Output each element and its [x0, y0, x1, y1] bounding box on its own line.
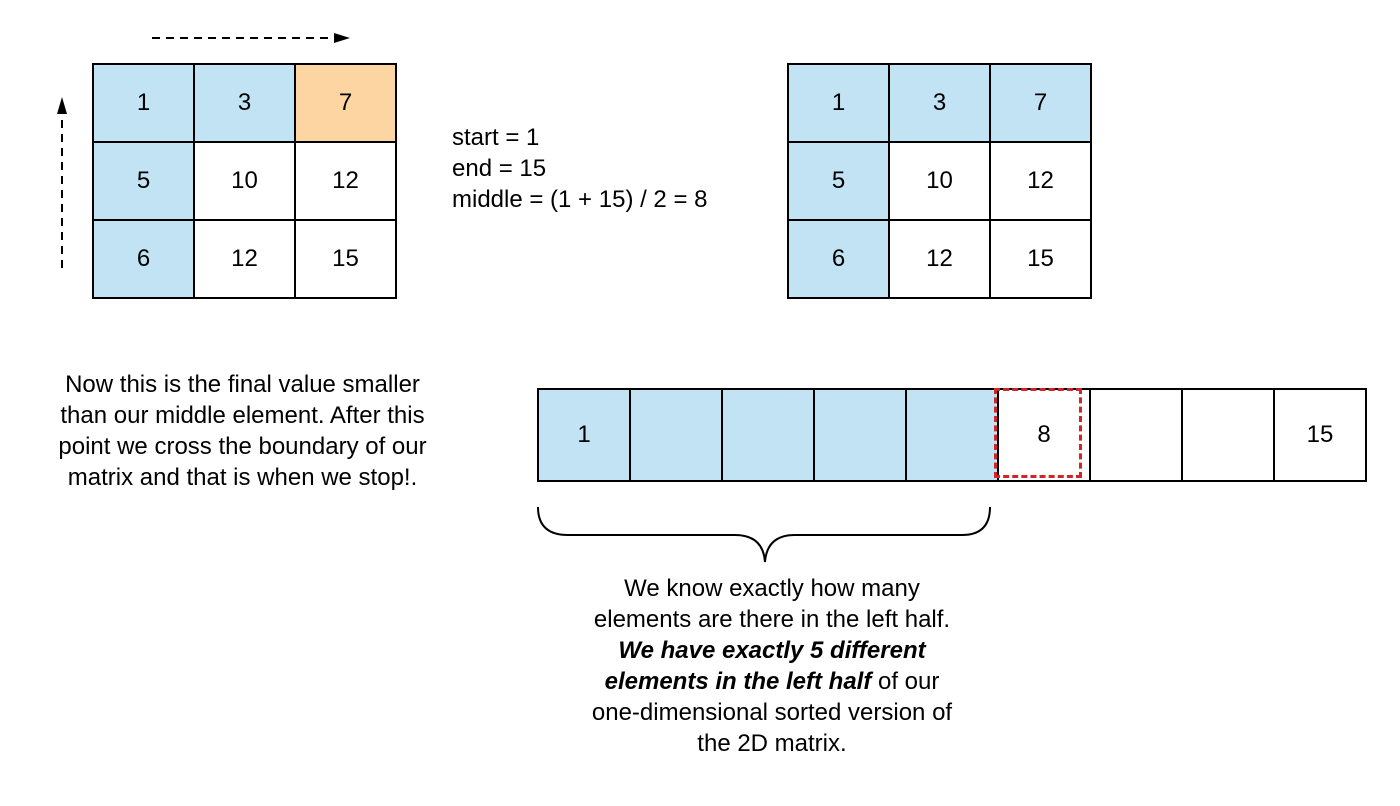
matrix-cell: 12 [890, 221, 991, 299]
array-cell [631, 390, 723, 480]
middle-highlight-box [994, 388, 1082, 478]
matrix-cell: 10 [890, 143, 991, 221]
description-line: elements in the left half of our [560, 666, 984, 697]
description-line: point we cross the boundary of our [58, 433, 427, 460]
matrix-left: 1 3 7 5 10 12 6 12 15 [92, 63, 397, 299]
description-line: the 2D matrix. [697, 730, 847, 757]
description-line: one-dimensional sorted version of [591, 699, 953, 726]
matrix-cell: 12 [991, 143, 1092, 221]
flattened-array: 1 8 15 [537, 388, 1367, 482]
up-arrow-icon [57, 97, 67, 268]
matrix-cell: 7 [991, 65, 1092, 143]
array-cell-middle: 8 [999, 390, 1091, 480]
matrix-cell: 5 [94, 143, 195, 221]
description-line: than our middle element. After this [60, 402, 425, 429]
matrix-cell: 12 [195, 221, 296, 299]
description-line-emphasis: We have exactly 5 different [618, 637, 926, 664]
matrix-cell: 10 [195, 143, 296, 221]
matrix-right: 1 3 7 5 10 12 6 12 15 [787, 63, 1092, 299]
description-bottom: We know exactly how many elements are th… [560, 573, 984, 759]
matrix-cell: 1 [789, 65, 890, 143]
matrix-cell: 6 [789, 221, 890, 299]
array-cell: 1 [539, 390, 631, 480]
start-label: start = 1 [452, 124, 540, 151]
middle-label: middle = (1 + 15) / 2 = 8 [452, 186, 708, 213]
matrix-cell: 12 [296, 143, 397, 221]
description-left: Now this is the final value smaller than… [30, 369, 455, 493]
array-cell: 15 [1275, 390, 1367, 480]
matrix-cell: 15 [991, 221, 1092, 299]
array-cell [723, 390, 815, 480]
matrix-cell: 15 [296, 221, 397, 299]
matrix-cell-current: 7 [296, 65, 397, 143]
matrix-cell: 1 [94, 65, 195, 143]
end-label: end = 15 [452, 155, 547, 182]
search-info: start = 1 end = 15 middle = (1 + 15) / 2… [452, 122, 707, 215]
description-line: matrix and that is when we stop!. [67, 464, 418, 491]
description-text: of our [871, 668, 940, 695]
array-cell [1183, 390, 1275, 480]
matrix-cell: 3 [195, 65, 296, 143]
right-arrow-icon [152, 33, 350, 43]
array-cell [815, 390, 907, 480]
curly-brace [537, 506, 991, 563]
array-cell [1091, 390, 1183, 480]
description-line: elements are there in the left half. [593, 606, 951, 633]
matrix-cell: 3 [890, 65, 991, 143]
description-line: Now this is the final value smaller [65, 371, 420, 398]
description-line: We know exactly how many [624, 575, 920, 602]
array-cell [907, 390, 999, 480]
matrix-cell: 5 [789, 143, 890, 221]
description-emphasis: elements in the left half [604, 668, 872, 695]
matrix-cell: 6 [94, 221, 195, 299]
